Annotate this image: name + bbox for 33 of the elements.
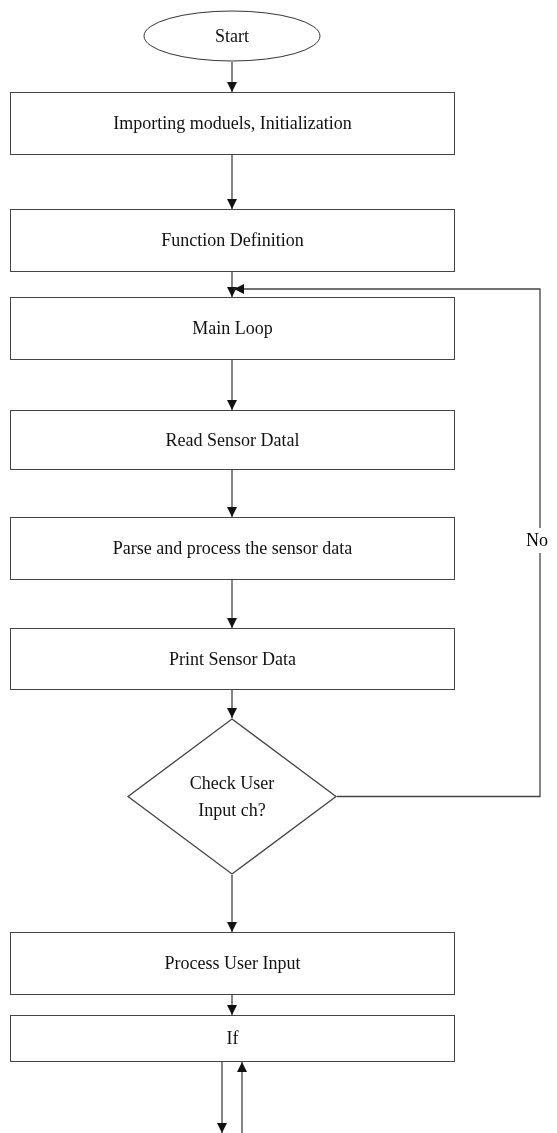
process-box [10, 297, 455, 360]
arrow [227, 61, 237, 93]
process-box [10, 209, 455, 272]
process-box [10, 517, 455, 580]
arrow [227, 154, 237, 210]
node-text: Function Definition [161, 230, 304, 251]
arrow [217, 1061, 227, 1133]
node-text: Read Sensor Datal [165, 429, 300, 451]
arrow [237, 1061, 247, 1133]
node-text: Importing moduels, Initialization [113, 113, 352, 134]
arrow [227, 579, 237, 629]
node-text: If [226, 1028, 239, 1049]
arrow [227, 469, 237, 518]
arrow [227, 994, 237, 1016]
process-box [10, 92, 455, 155]
arrow [227, 271, 237, 298]
start-terminal [143, 10, 321, 62]
process-box [10, 628, 455, 690]
arrow [227, 689, 237, 719]
node-text: Start [215, 25, 249, 47]
process-box [10, 932, 455, 995]
process-box [10, 1015, 455, 1062]
decision-diamond [127, 718, 337, 875]
edge-label: No [526, 528, 548, 553]
node-text: Parse and process the sensor data [112, 538, 353, 559]
arrow [233, 284, 541, 798]
node-text: Main Loop [192, 318, 273, 339]
node-text: Process User Input [164, 953, 301, 974]
node-text: Check User Input ch? [188, 771, 276, 822]
arrow [227, 359, 237, 411]
arrow [227, 874, 237, 933]
process-box [10, 410, 455, 470]
node-text: Print Sensor Data [169, 648, 296, 670]
